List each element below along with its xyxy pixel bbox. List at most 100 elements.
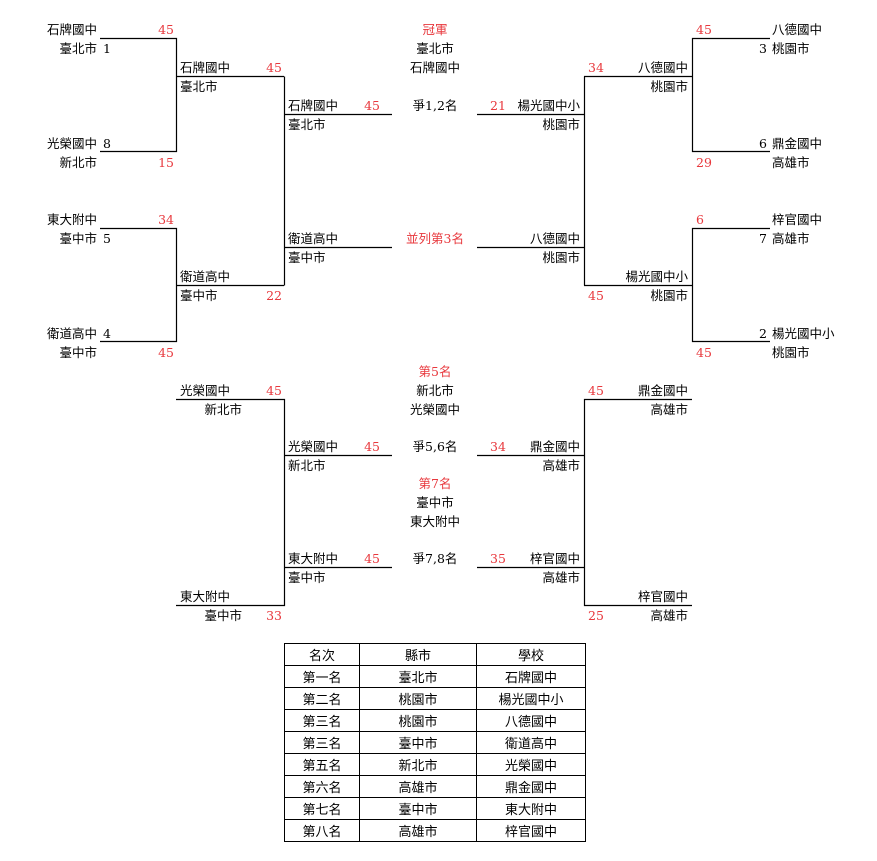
team-city: 高雄市 <box>772 231 810 246</box>
team-school: 東大附中 <box>46 212 97 227</box>
team-school: 東大附中 <box>288 551 339 566</box>
table-header-row: 名次 縣市 學校 <box>284 643 586 666</box>
bracket-line <box>691 37 770 153</box>
header-rank: 名次 <box>284 643 360 666</box>
team-seed: 3 <box>759 41 767 56</box>
team-city: 臺北市 <box>180 79 218 94</box>
team-school: 楊光國中小 <box>772 326 835 341</box>
ranking-table: 名次 縣市 學校 第一名 臺北市 石牌國中 第二名 桃園市 楊光國中小 第三名 … <box>284 643 586 842</box>
team-city: 高雄市 <box>772 155 810 170</box>
cell-city: 桃園市 <box>359 687 477 710</box>
team-score: 15 <box>158 155 174 170</box>
team-city: 高雄市 <box>542 570 580 585</box>
team-school: 光榮國中 <box>180 383 231 398</box>
cell-rank: 第一名 <box>284 665 360 688</box>
team-school: 八德國中 <box>772 22 823 37</box>
table-row: 第一名 臺北市 石牌國中 <box>284 665 586 688</box>
seventh-school: 東大附中 <box>409 514 460 529</box>
cell-city: 桃園市 <box>359 709 477 732</box>
team-city: 臺中市 <box>59 345 97 360</box>
table-row: 第七名 臺中市 東大附中 <box>284 797 586 820</box>
team-city: 臺中市 <box>288 570 326 585</box>
cell-rank: 第六名 <box>284 775 360 798</box>
team-score: 29 <box>696 155 712 170</box>
team-city: 桃園市 <box>772 41 810 56</box>
team-score: 35 <box>490 551 506 566</box>
cell-city: 新北市 <box>359 753 477 776</box>
cell-rank: 第七名 <box>284 797 360 820</box>
team-city: 新北市 <box>59 155 97 170</box>
team-school: 鼎金國中 <box>529 439 580 454</box>
team-city: 桃園市 <box>542 250 580 265</box>
team-score: 34 <box>588 60 604 75</box>
table-row: 第三名 桃園市 八德國中 <box>284 709 586 732</box>
team-school: 梓官國中 <box>529 551 580 566</box>
seventh-match-label: 爭7,8名 <box>412 551 458 566</box>
team-city: 高雄市 <box>542 458 580 473</box>
team-school: 衛道高中 <box>46 326 97 341</box>
cell-rank: 第八名 <box>284 819 360 842</box>
cell-rank: 第五名 <box>284 753 360 776</box>
table-row: 第三名 臺中市 衛道高中 <box>284 731 586 754</box>
cell-rank: 第二名 <box>284 687 360 710</box>
team-school: 衛道高中 <box>180 269 231 284</box>
team-city: 新北市 <box>288 458 326 473</box>
bracket-line <box>176 398 286 607</box>
team-score: 45 <box>158 345 174 360</box>
team-school: 楊光國中小 <box>517 98 580 113</box>
team-score: 45 <box>588 288 604 303</box>
champion-city: 臺北市 <box>416 41 454 56</box>
cell-school: 楊光國中小 <box>476 687 586 710</box>
team-school: 石牌國中 <box>46 22 97 37</box>
team-city: 新北市 <box>204 402 242 417</box>
champion-school: 石牌國中 <box>409 60 460 75</box>
team-score: 33 <box>266 608 282 623</box>
team-school: 鼎金國中 <box>637 383 688 398</box>
team-seed: 6 <box>759 136 767 151</box>
fifth-match-label: 爭5,6名 <box>412 439 458 454</box>
bracket-line <box>100 227 178 343</box>
team-city: 臺北市 <box>59 41 97 56</box>
team-city: 桃園市 <box>542 117 580 132</box>
team-score: 45 <box>696 22 712 37</box>
team-city: 桃園市 <box>650 288 688 303</box>
final-label: 爭1,2名 <box>412 98 458 113</box>
cell-school: 衛道高中 <box>476 731 586 754</box>
team-school: 八德國中 <box>637 60 688 75</box>
team-city: 桃園市 <box>650 79 688 94</box>
bracket-line <box>583 398 692 607</box>
cell-city: 臺中市 <box>359 797 477 820</box>
champion-title: 冠軍 <box>422 22 448 37</box>
team-city: 臺中市 <box>204 608 242 623</box>
team-school: 楊光國中小 <box>625 269 688 284</box>
team-seed: 8 <box>103 136 111 151</box>
team-score: 21 <box>490 98 506 113</box>
team-school: 八德國中 <box>529 231 580 246</box>
team-score: 45 <box>364 439 380 454</box>
cell-city: 臺北市 <box>359 665 477 688</box>
team-city: 臺中市 <box>288 250 326 265</box>
team-score: 45 <box>696 345 712 360</box>
seventh-city: 臺中市 <box>416 495 454 510</box>
team-score: 34 <box>158 212 174 227</box>
third-place-label: 並列第3名 <box>406 231 464 246</box>
team-school: 梓官國中 <box>637 589 688 604</box>
team-city: 高雄市 <box>650 402 688 417</box>
cell-school: 梓官國中 <box>476 819 586 842</box>
cell-city: 臺中市 <box>359 731 477 754</box>
team-score: 45 <box>364 551 380 566</box>
team-score: 45 <box>266 383 282 398</box>
header-city: 縣市 <box>359 643 477 666</box>
team-school: 光榮國中 <box>46 136 97 151</box>
fifth-city: 新北市 <box>416 383 454 398</box>
team-city: 臺中市 <box>180 288 218 303</box>
team-score: 45 <box>364 98 380 113</box>
seventh-title: 第7名 <box>418 476 452 491</box>
team-score: 45 <box>588 383 604 398</box>
cell-school: 東大附中 <box>476 797 586 820</box>
table-row: 第二名 桃園市 楊光國中小 <box>284 687 586 710</box>
cell-school: 光榮國中 <box>476 753 586 776</box>
team-city: 高雄市 <box>650 608 688 623</box>
